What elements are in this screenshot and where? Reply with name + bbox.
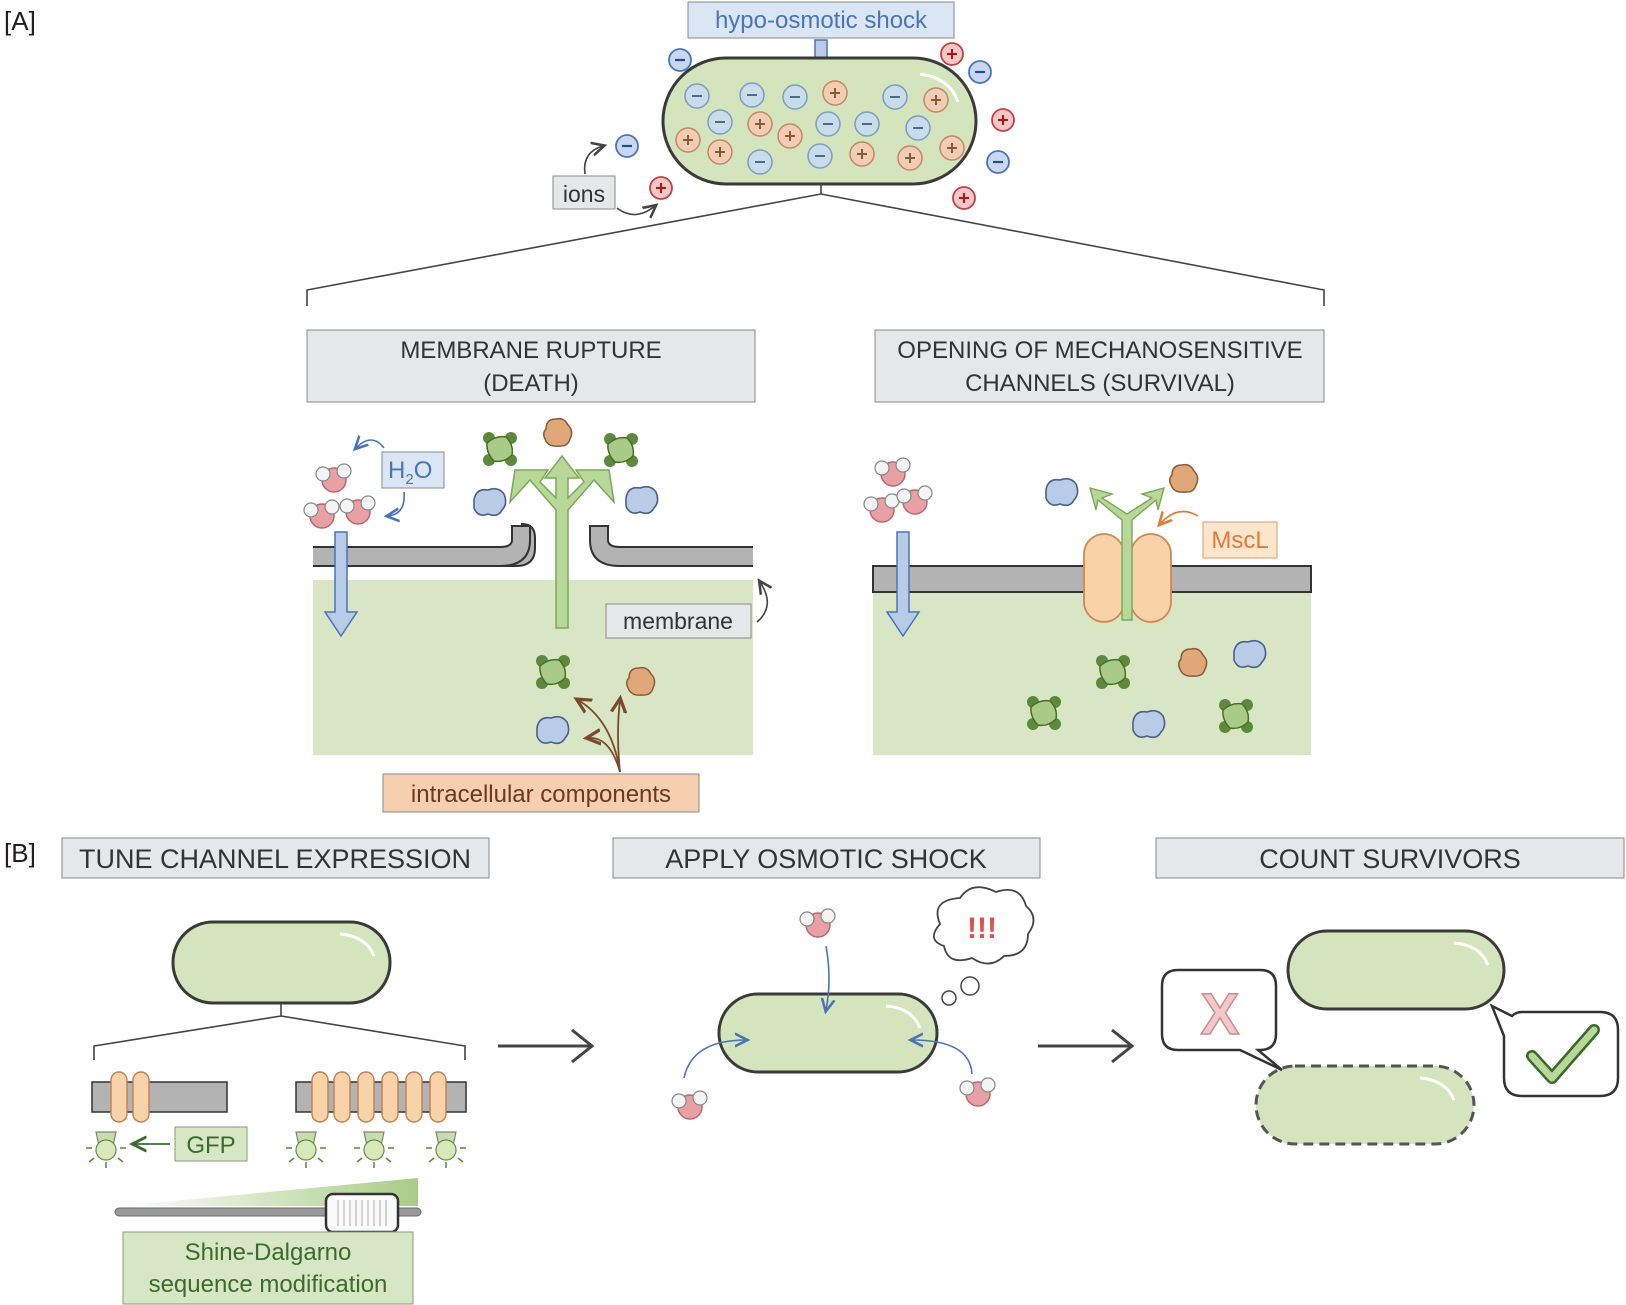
step2-title-box xyxy=(612,837,1041,879)
water-molecules-rupture xyxy=(303,463,376,529)
dead-cell-highlight xyxy=(1419,1076,1456,1101)
channel-title-line1: OPENING OF MECHANOSENSITIVE xyxy=(897,337,1302,364)
check-icon xyxy=(1528,1026,1598,1082)
membrane-arrow xyxy=(756,582,767,623)
outflow-arrow xyxy=(508,454,616,629)
thought-exclaim: !!! xyxy=(967,912,997,945)
step3-title: COUNT SURVIVORS xyxy=(1259,844,1521,874)
ions-arrow-up xyxy=(583,146,603,175)
step1-cell xyxy=(171,920,392,1005)
mscl-channel xyxy=(1083,533,1172,623)
mscl-label: MscL xyxy=(1211,527,1268,554)
membrane-left-edge xyxy=(313,525,531,567)
sd-label-line2: sequence modification xyxy=(149,1271,388,1298)
high-expression-channels xyxy=(311,1071,447,1123)
rupture-title-line2: (DEATH) xyxy=(483,370,579,397)
water-arrow-up xyxy=(356,440,385,448)
intracellular-label: intracellular components xyxy=(411,781,671,808)
survivor-cell xyxy=(1286,929,1506,1011)
mscl-label-box xyxy=(1202,521,1278,559)
sd-slider-grip xyxy=(337,1200,387,1226)
membrane-right-edge xyxy=(589,525,753,567)
water-arrow-down xyxy=(388,491,405,516)
rupture-title-line1: MEMBRANE RUPTURE xyxy=(400,337,661,364)
survivor-cell-highlight xyxy=(1453,941,1490,966)
step1-title-box xyxy=(61,837,490,879)
step2-title: APPLY OSMOTIC SHOCK xyxy=(665,844,987,874)
step1-cell-highlight xyxy=(339,932,376,957)
shock-label: hypo-osmotic shock xyxy=(715,7,928,34)
intracellular-arrow-2 xyxy=(578,700,621,773)
survivor-speech-bubble xyxy=(1489,1003,1620,1098)
ions-arrow-down xyxy=(616,206,655,215)
step-arrow-2 xyxy=(1038,1028,1135,1064)
dead-speech-bubble xyxy=(1160,968,1283,1072)
thought-dot-large xyxy=(960,976,980,996)
water-label-box xyxy=(381,451,445,489)
step3-title-box xyxy=(1155,837,1625,879)
channel-title-box xyxy=(874,329,1325,403)
channel-title-line2: CHANNELS (SURVIVAL) xyxy=(965,370,1235,397)
membrane-label-box xyxy=(605,603,752,639)
step1-title: TUNE CHANNEL EXPRESSION xyxy=(79,844,471,874)
intracellular-arrow-3 xyxy=(588,738,621,773)
dead-cell xyxy=(1254,1064,1476,1146)
panel-a-tag: [A] xyxy=(4,6,36,36)
water-molecules-channel xyxy=(863,457,933,523)
thought-bubble xyxy=(933,886,1035,965)
membrane-label: membrane xyxy=(623,608,733,634)
ions-label-box xyxy=(552,175,616,210)
step2-cell-highlight xyxy=(885,1004,922,1029)
step-arrow-1 xyxy=(498,1028,595,1064)
sd-label-box xyxy=(122,1231,414,1305)
step2-water-arrow-left xyxy=(683,1040,746,1079)
step1-bracket xyxy=(93,1003,466,1060)
top-cell-highlight xyxy=(919,72,960,103)
mscl-arrow xyxy=(1160,510,1199,525)
gfp-label: GFP xyxy=(186,1132,235,1159)
gfp-bulb-icon xyxy=(85,1131,467,1169)
low-expression-channels xyxy=(110,1071,150,1123)
panel-b-tag: [B] xyxy=(4,838,36,868)
water-label: H2O xyxy=(388,457,432,488)
intracellular-label-box xyxy=(382,773,700,813)
ions-label: ions xyxy=(563,181,605,207)
shock-label-box xyxy=(687,1,955,39)
gfp-label-box xyxy=(174,1126,248,1162)
sd-label-line1: Shine-Dalgarno xyxy=(185,1239,352,1266)
branch-bracket xyxy=(306,184,1325,306)
channel-flow-arrow xyxy=(1089,487,1165,621)
step2-cell xyxy=(717,992,939,1074)
channel-escaping-proteins xyxy=(1045,463,1199,507)
water-influx-arrow-rupture xyxy=(323,531,359,638)
thought-dot-small xyxy=(941,990,957,1006)
dead-x-mark: X xyxy=(1201,982,1240,1047)
step2-water-arrow-right xyxy=(912,1040,973,1075)
rupture-title-box xyxy=(306,329,756,403)
water-influx-arrow-channel xyxy=(885,531,921,638)
step2-water-arrow-top xyxy=(826,945,829,1010)
